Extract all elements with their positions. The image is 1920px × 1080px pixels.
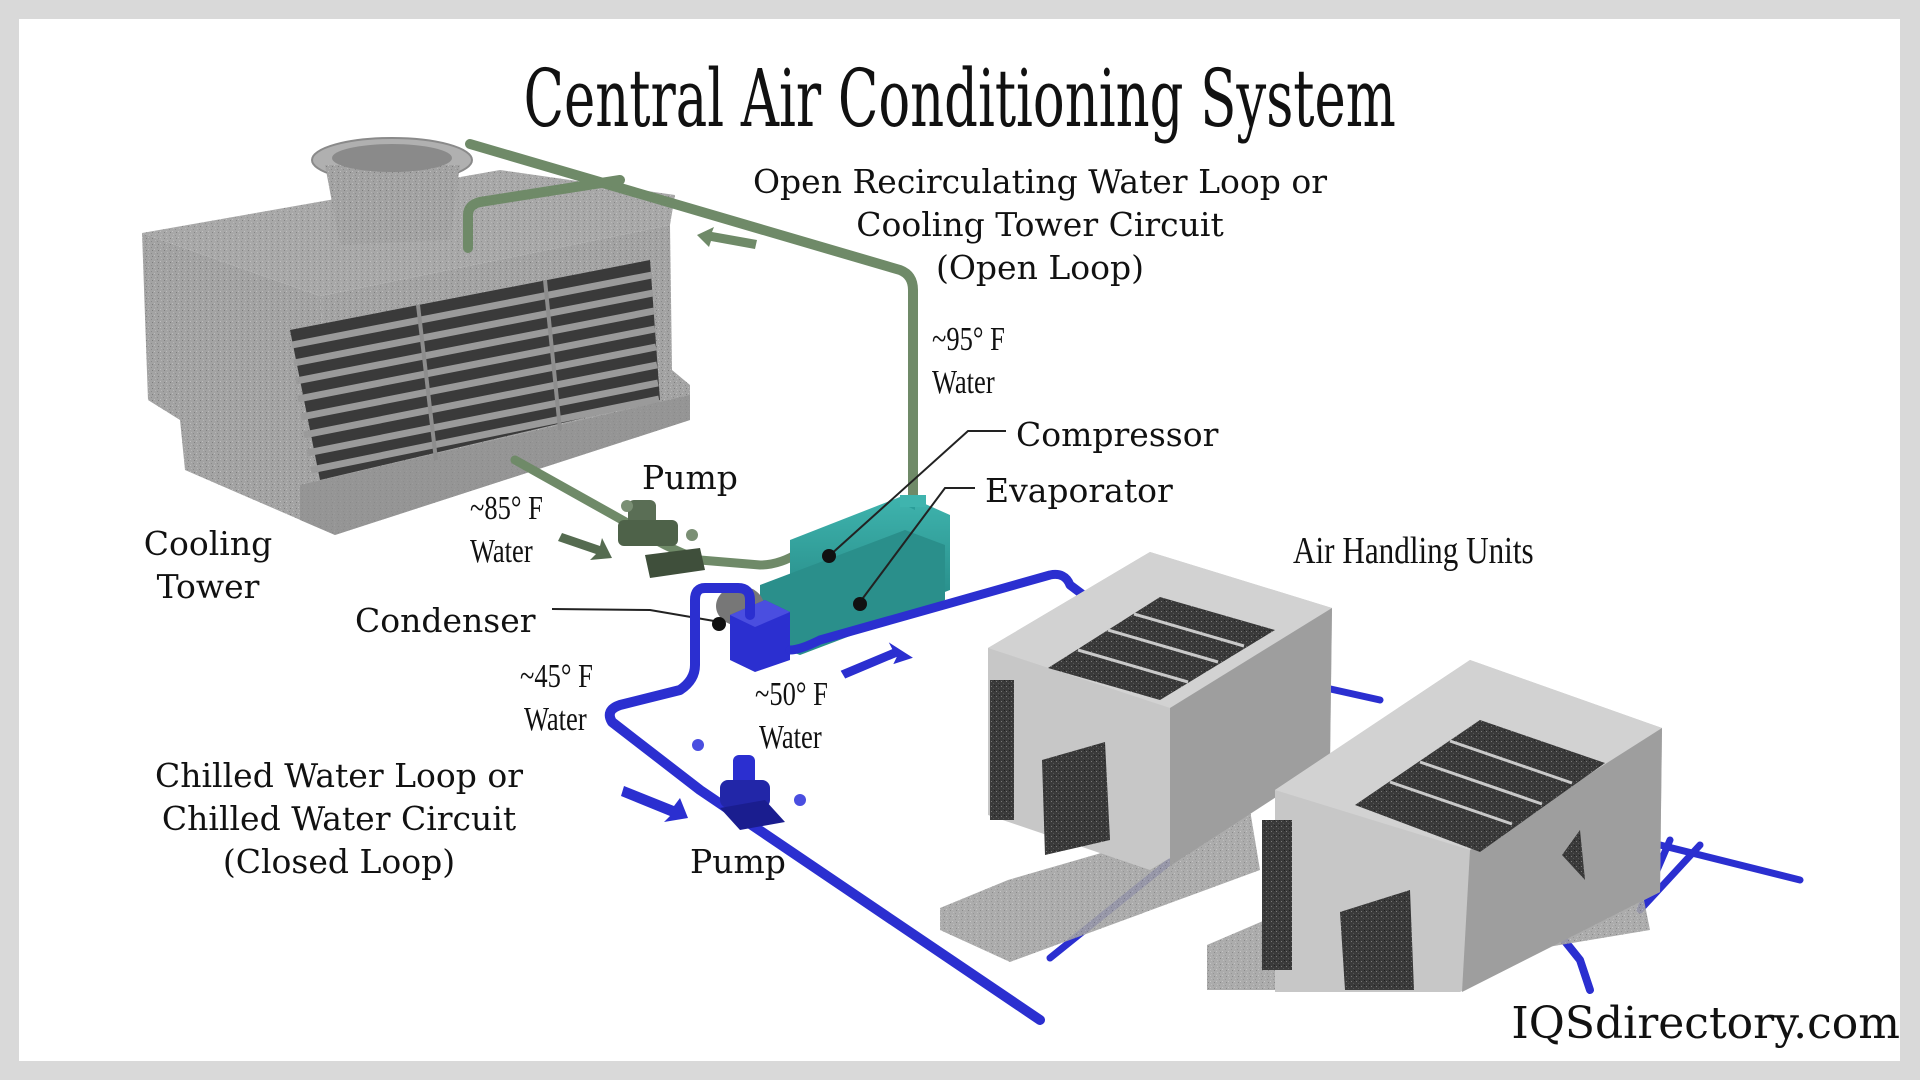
title-text: Central Air Conditioning System — [523, 52, 1397, 145]
open-loop-line-1: Open Recirculating Water Loop or — [753, 162, 1327, 201]
open-loop-label: Open Recirculating Water Loop or Cooling… — [740, 160, 1340, 289]
closed-loop-line-1: Chilled Water Loop or — [155, 756, 523, 795]
open-loop-line-2: Cooling Tower Circuit — [856, 205, 1224, 244]
flow-arrow-chilled-return — [840, 642, 913, 679]
diagram-title: Central Air Conditioning System — [0, 52, 1920, 145]
flow-arrow-chilled-supply — [621, 786, 688, 822]
temp-95-value: ~95° F — [932, 321, 1005, 358]
compressor-label: Compressor — [1016, 415, 1219, 454]
pump-bottom-label: Pump — [690, 842, 786, 881]
air-handling-unit-1 — [940, 552, 1332, 962]
flow-arrow-open-bottom — [558, 533, 612, 560]
cooling-tower-line-1: Cooling — [143, 524, 273, 563]
temp-85-medium: Water — [470, 533, 533, 570]
cooling-tower-graphic — [142, 137, 690, 535]
temp-50-value: ~50° F — [755, 676, 828, 713]
pump-top-label: Pump — [642, 458, 738, 497]
temp-45-value: ~45° F — [520, 658, 593, 695]
evaporator-label: Evaporator — [985, 471, 1173, 510]
open-loop-line-3: (Open Loop) — [936, 248, 1144, 287]
closed-loop-line-3: (Closed Loop) — [222, 842, 456, 881]
temp-label-85: ~85° F Water — [470, 487, 563, 573]
condenser-pointer — [712, 617, 726, 631]
temp-label-50: ~50° F Water — [755, 673, 848, 759]
cooling-tower-line-2: Tower — [156, 567, 260, 606]
evaporator-pointer — [853, 597, 867, 611]
closed-loop-line-2: Chilled Water Circuit — [161, 799, 517, 838]
temp-85-value: ~85° F — [470, 490, 543, 527]
temp-50-medium: Water — [759, 719, 822, 756]
temp-label-95: ~95° F Water — [932, 318, 1025, 404]
cooling-tower-label: Cooling Tower — [108, 522, 308, 608]
air-handling-units-text: Air Handling Units — [1293, 530, 1534, 572]
temp-45-medium: Water — [524, 701, 587, 738]
chiller-graphic — [760, 495, 950, 655]
condenser-label: Condenser — [355, 601, 536, 640]
pump-top-graphic — [618, 500, 705, 578]
air-handling-unit-2 — [1207, 660, 1662, 992]
temp-95-medium: Water — [932, 364, 995, 401]
compressor-pointer — [822, 549, 836, 563]
watermark: IQSdirectory.com — [1511, 998, 1900, 1049]
temp-label-45: ~45° F Water — [520, 655, 613, 741]
flow-arrow-open-top — [697, 227, 757, 249]
closed-loop-label: Chilled Water Loop or Chilled Water Circ… — [139, 754, 539, 883]
air-handling-units-label: Air Handling Units — [1293, 532, 1586, 570]
pump-bottom-graphic — [692, 739, 806, 830]
